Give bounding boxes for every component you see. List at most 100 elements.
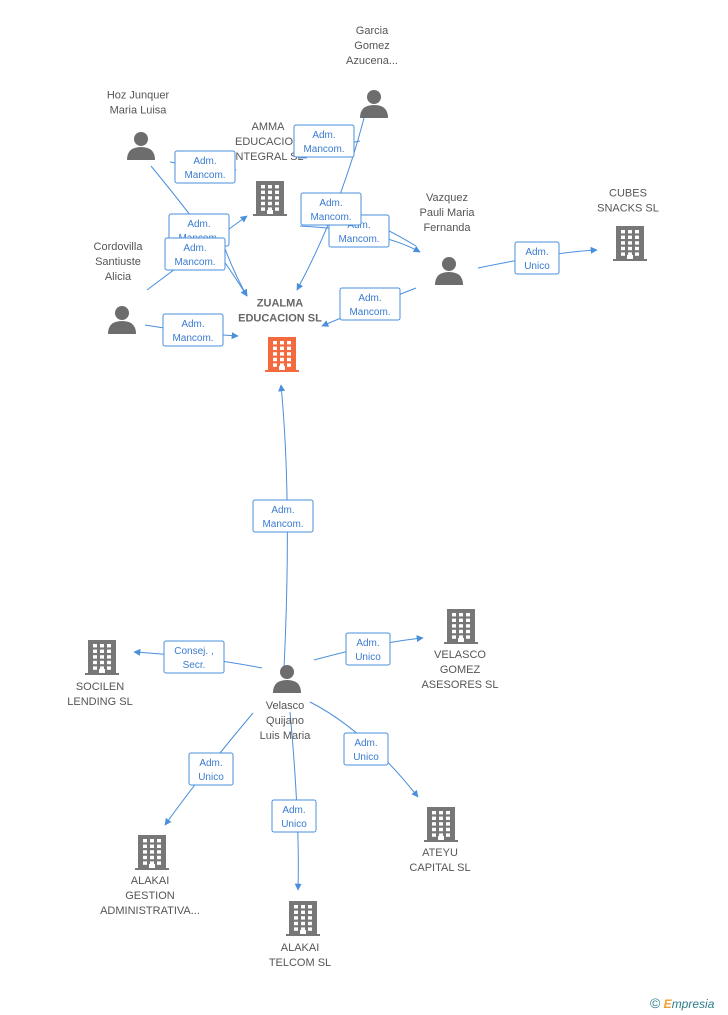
node-label-line: SOCILEN — [76, 681, 124, 693]
relation-text-line: Adm. — [358, 293, 381, 304]
node-label-line: ATEYU — [422, 847, 458, 859]
relation-text: Adm.Mancom. — [184, 156, 225, 181]
node-label-line: ALAKAI — [131, 875, 170, 887]
node-label-line: TELCOM SL — [269, 957, 331, 969]
relation-label-r12[interactable]: Consej. , Secr. — [163, 640, 225, 674]
relation-text: Consej. , Secr. — [174, 646, 213, 671]
relation-label-r13[interactable]: Adm. Unico — [188, 752, 234, 786]
company-node-ateyu[interactable]: ATEYU CAPITAL SL — [409, 807, 471, 874]
relation-text-line: Secr. — [183, 660, 206, 671]
relation-label-r11[interactable]: Adm.Unico — [345, 632, 391, 666]
relation-box — [345, 632, 391, 666]
relation-text: Adm.Unico — [355, 638, 381, 663]
node-label-line: Hoz Junquer — [107, 90, 170, 102]
node-label-line: CUBES — [609, 188, 647, 200]
relation-text-line: Adm. — [199, 758, 222, 769]
relation-box — [162, 313, 224, 347]
relation-box — [164, 237, 226, 271]
node-label: SOCILEN LENDING SL — [67, 681, 132, 708]
relation-text: Adm.Unico — [353, 738, 379, 763]
relation-text: Adm.Unico — [524, 247, 550, 272]
brand-name: mpresia — [671, 997, 715, 1011]
relation-text-line: Mancom. — [303, 144, 344, 155]
relation-label-r2[interactable]: Adm.Mancom. — [174, 150, 236, 184]
node-label: ATEYU CAPITAL SL — [409, 847, 470, 874]
relation-label-r14[interactable]: Adm.Unico — [271, 799, 317, 833]
node-label-line: INTEGRAL SL — [232, 151, 303, 163]
person-icon — [108, 306, 136, 334]
building-icon — [444, 609, 478, 644]
node-label-line: VELASCO — [434, 649, 486, 661]
person-icon — [435, 257, 463, 285]
relation-box — [293, 124, 355, 158]
relation-text-line: Adm. — [319, 198, 342, 209]
relation-text-line: Unico — [198, 772, 224, 783]
relation-box — [252, 499, 314, 533]
relation-label-r4[interactable]: Adm.Mancom. — [164, 237, 226, 271]
relation-text: Adm. Unico — [198, 758, 224, 783]
relation-label-r9[interactable]: Adm.Unico — [514, 241, 560, 275]
relation-text: Adm. Mancom. — [349, 293, 390, 318]
company-node-cubes[interactable]: CUBES SNACKS SL — [597, 188, 659, 262]
relation-text: Adm.Mancom. — [174, 243, 215, 268]
node-label-line: LENDING SL — [67, 696, 132, 708]
node-label-line: Velasco — [266, 700, 305, 712]
company-node-zualma[interactable]: ZUALMA EDUCACION SL — [238, 298, 322, 373]
node-label-line: Vazquez — [426, 192, 468, 204]
node-label-line: EDUCACION SL — [238, 313, 322, 325]
node-label: ZUALMA EDUCACION SL — [238, 298, 322, 325]
relation-box — [514, 241, 560, 275]
person-icon — [360, 90, 388, 118]
node-label-line: ZUALMA — [257, 298, 303, 310]
person-icon — [273, 665, 301, 693]
node-label-line: Maria Luisa — [110, 105, 168, 117]
relation-text-line: Mancom. — [349, 307, 390, 318]
building-icon — [85, 640, 119, 675]
company-node-socilen[interactable]: SOCILEN LENDING SL — [67, 640, 133, 708]
relation-text-line: Adm. — [282, 805, 305, 816]
copyright-icon: © — [650, 995, 661, 1011]
relation-box — [343, 732, 389, 766]
node-label-line: ADMINISTRATIVA... — [100, 905, 200, 917]
relation-label-r6[interactable]: Adm. Mancom. — [300, 192, 362, 226]
relation-label-r1[interactable]: Adm.Mancom. — [293, 124, 355, 158]
brand-footer[interactable]: © Empresia — [650, 995, 714, 1011]
relation-label-r15[interactable]: Adm.Unico — [343, 732, 389, 766]
relation-text: Adm.Mancom. — [172, 319, 213, 344]
building-icon — [253, 181, 287, 216]
node-label-line: Santiuste — [95, 256, 141, 268]
relation-text-line: Unico — [355, 652, 381, 663]
node-label-line: Cordovilla — [94, 241, 144, 253]
relation-label-r8[interactable]: Adm. Mancom. — [339, 287, 401, 321]
relation-text-line: Consej. , — [174, 646, 213, 657]
relation-label-r10[interactable]: Adm.Mancom. — [252, 499, 314, 533]
relation-box — [300, 192, 362, 226]
relation-label-r7[interactable]: Adm.Mancom. — [162, 313, 224, 347]
node-label-line: ASESORES SL — [421, 679, 498, 691]
node-label-line: Garcia — [356, 25, 389, 37]
relation-text-line: Adm. — [354, 738, 377, 749]
node-label-line: SNACKS SL — [597, 203, 659, 215]
node-label-line: CAPITAL SL — [409, 862, 470, 874]
relation-text-line: Mancom. — [310, 212, 351, 223]
node-label-line: AMMA — [252, 121, 286, 133]
